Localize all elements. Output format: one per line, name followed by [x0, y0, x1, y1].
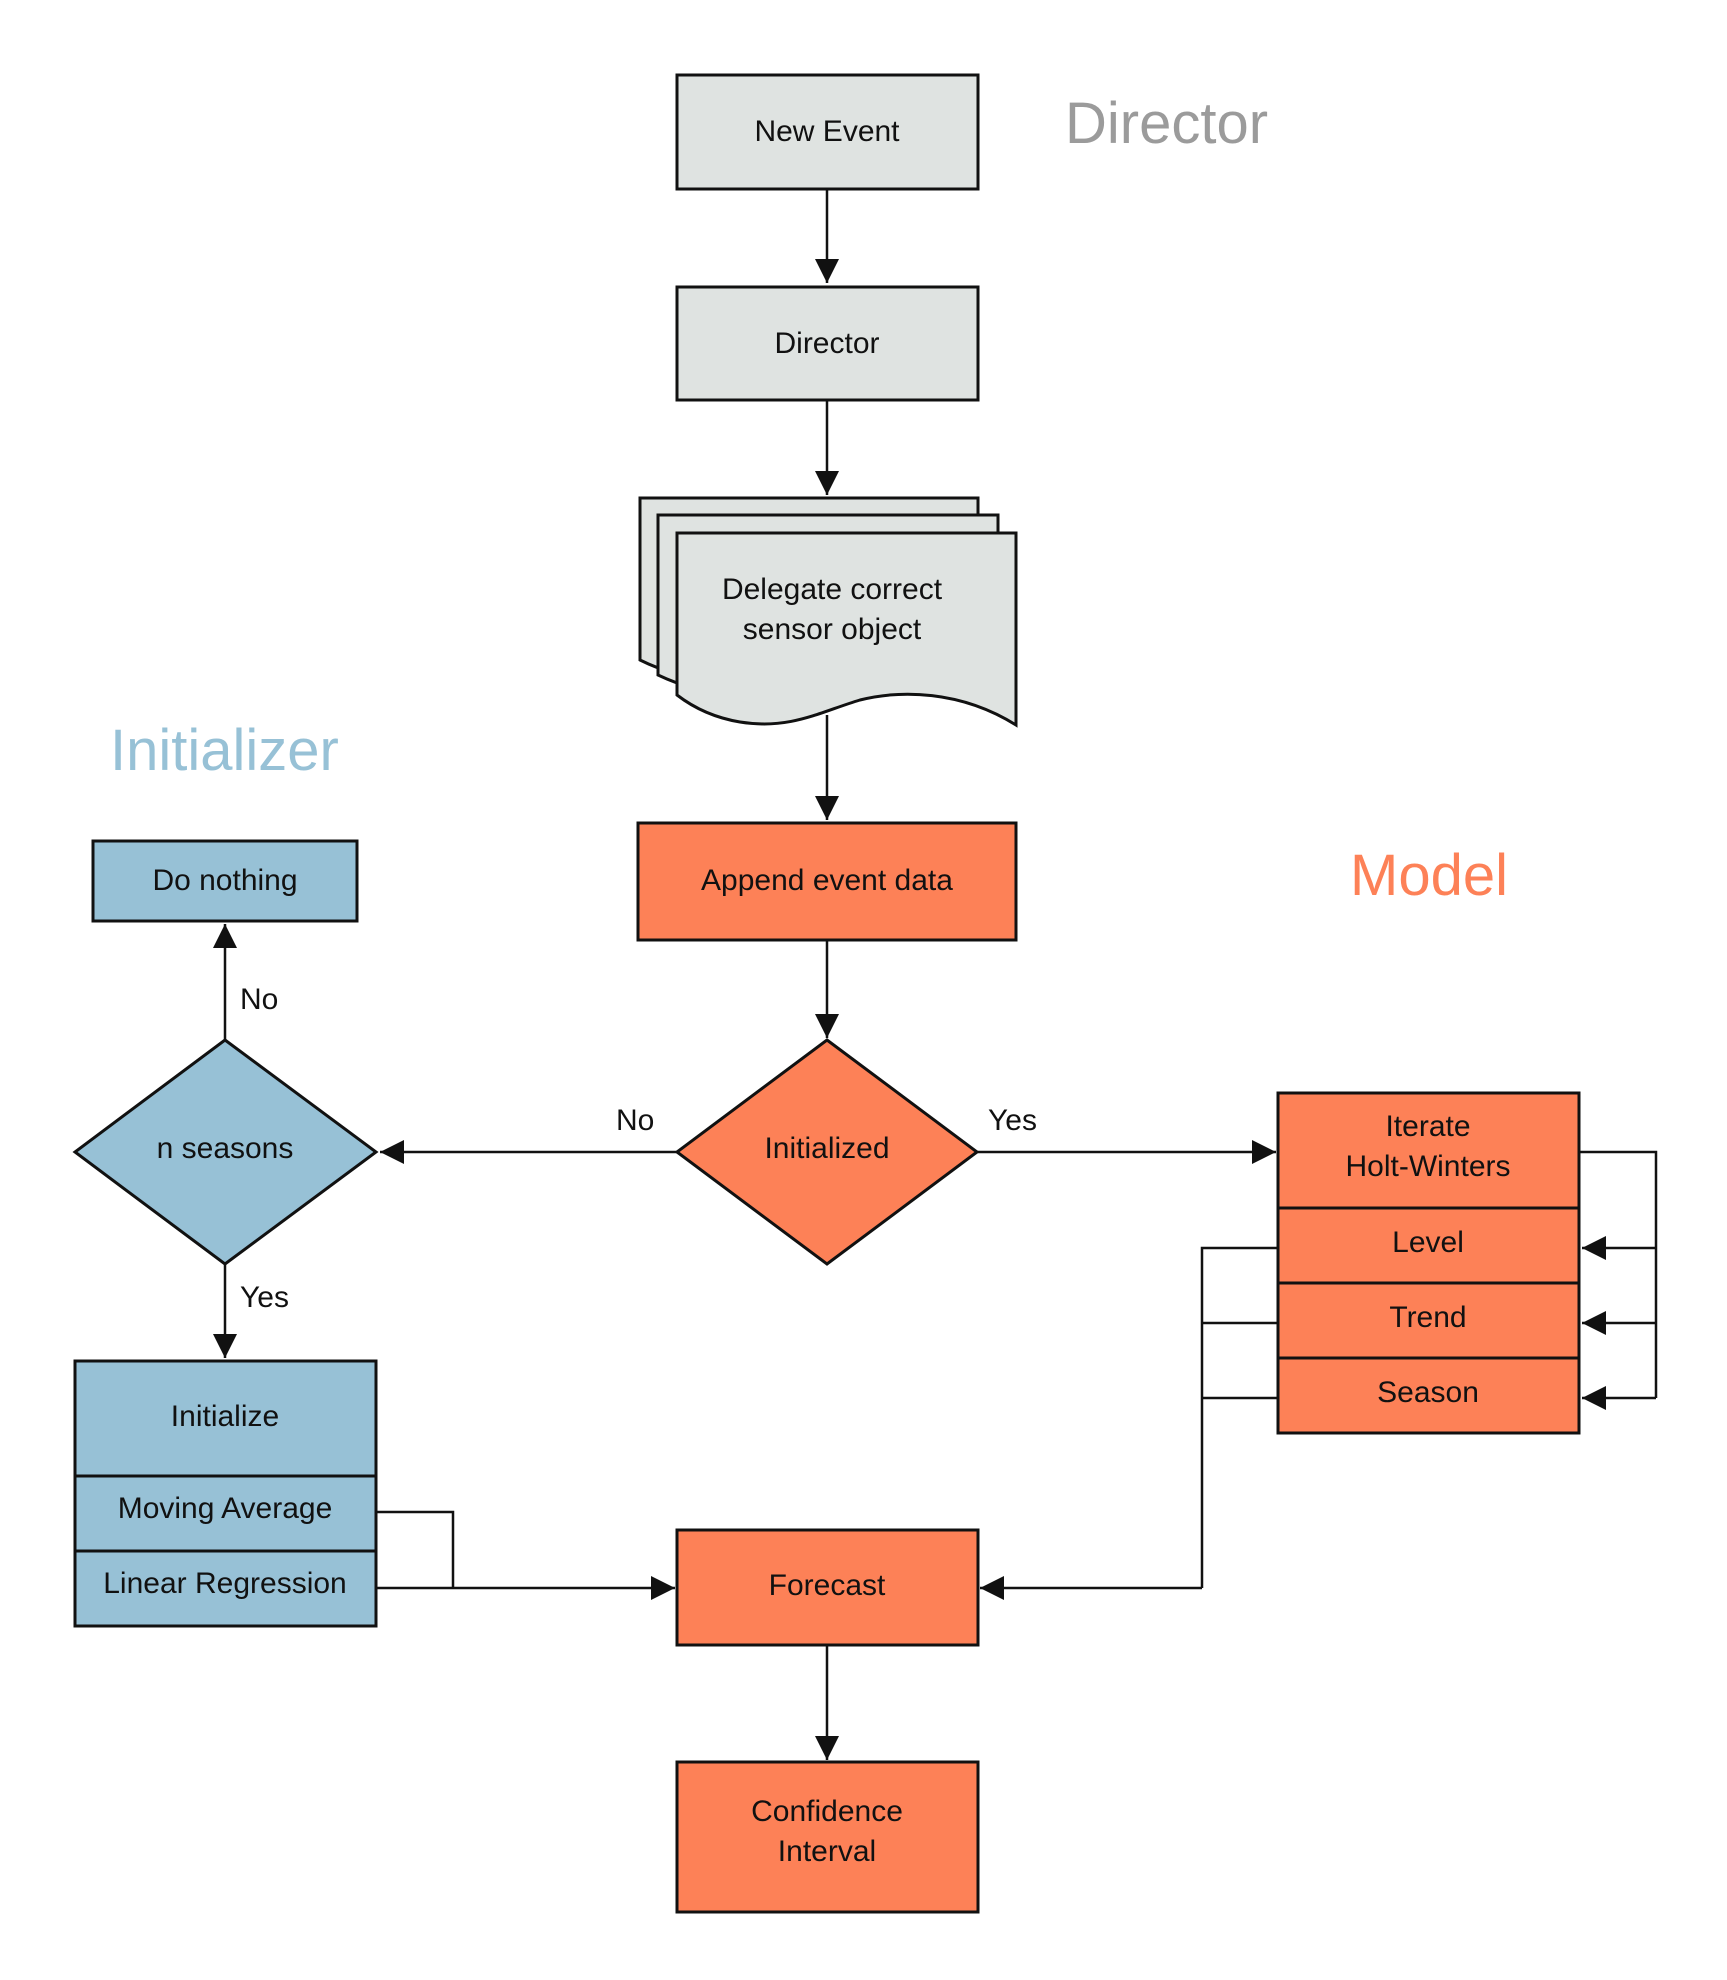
node-append-event-data[interactable]: Append event data	[636, 821, 1018, 942]
node-season-label: Season	[1377, 1376, 1479, 1409]
edge-label-no-up: No	[240, 983, 278, 1016]
node-initialize-label: Initialize	[171, 1400, 279, 1433]
node-confidence-label-line1: Confidence	[751, 1795, 903, 1828]
node-delegate-label-line1: Delegate correct	[722, 573, 943, 606]
node-confidence-interval[interactable]: Confidence Interval	[675, 1760, 980, 1914]
node-director-label: Director	[774, 327, 879, 360]
node-holt-winters[interactable]: Iterate Holt-Winters Level Trend Season	[1276, 1091, 1581, 1435]
edge-label-yes-right: Yes	[988, 1104, 1037, 1137]
node-moving-average-label: Moving Average	[118, 1492, 333, 1525]
node-append-label: Append event data	[701, 864, 953, 897]
node-initialized-decision[interactable]: Initialized	[674, 1038, 980, 1266]
node-forecast-label: Forecast	[769, 1569, 886, 1602]
node-n-seasons-decision[interactable]: n seasons	[72, 1038, 379, 1266]
node-linear-regression[interactable]	[73, 1549, 378, 1628]
node-season[interactable]	[1276, 1356, 1581, 1435]
node-iterate-label-line1: Iterate	[1385, 1110, 1470, 1143]
edge-moving-average-to-forecast	[376, 1510, 455, 1588]
connectors	[213, 190, 1658, 1760]
node-level[interactable]	[1276, 1206, 1581, 1285]
node-initialized-label: Initialized	[764, 1132, 889, 1165]
edge-iterate-loop	[1580, 1150, 1658, 1398]
node-forecast[interactable]: Forecast	[675, 1528, 980, 1647]
section-title-model: Model	[1350, 843, 1508, 908]
node-linear-regression-label: Linear Regression	[103, 1567, 346, 1600]
edge-model-to-forecast	[1200, 1246, 1278, 1588]
node-delegate-sensor[interactable]: Delegate correct sensor object	[638, 496, 1018, 728]
section-title-initializer: Initializer	[110, 718, 339, 783]
node-trend-label: Trend	[1389, 1301, 1466, 1334]
node-initialize[interactable]: Initialize Moving Average Linear Regress…	[73, 1359, 378, 1628]
node-do-nothing-label: Do nothing	[152, 864, 297, 897]
node-n-seasons-label: n seasons	[157, 1132, 294, 1165]
node-iterate-label-line2: Holt-Winters	[1345, 1150, 1510, 1183]
edge-label-yes-down: Yes	[240, 1281, 289, 1314]
node-level-label: Level	[1392, 1226, 1464, 1259]
node-new-event[interactable]: New Event	[675, 73, 980, 191]
node-confidence-label-line2: Interval	[778, 1835, 876, 1868]
node-do-nothing[interactable]: Do nothing	[91, 839, 359, 923]
section-title-director: Director	[1065, 91, 1268, 156]
node-new-event-label: New Event	[754, 115, 900, 148]
edge-label-no-left: No	[616, 1104, 654, 1137]
node-director[interactable]: Director	[675, 285, 980, 402]
node-delegate-label-line2: sensor object	[743, 613, 922, 646]
